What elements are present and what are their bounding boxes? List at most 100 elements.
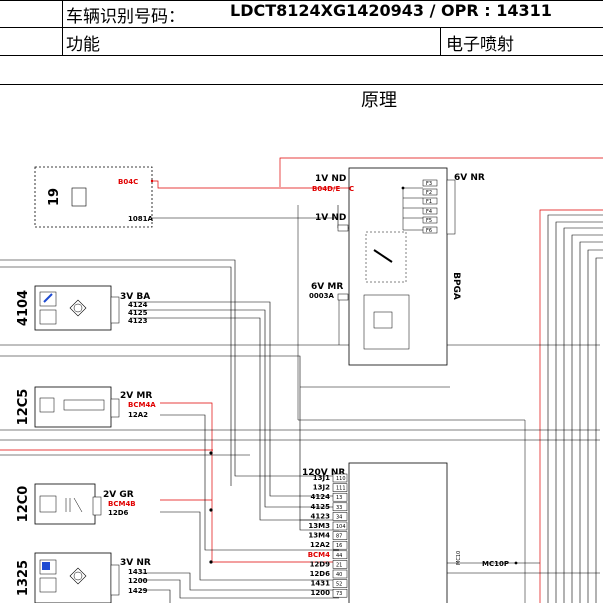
code-12c0: 12C0 [16, 486, 31, 523]
component-1325: 1325 3V NR 1431 1200 1429 [16, 552, 151, 603]
ecu-pin-number: 40 [336, 572, 342, 578]
vin-label: 车辆识别号码： [66, 7, 185, 27]
ecu-pin-box [332, 550, 348, 560]
wire-red-top [279, 157, 603, 187]
wire-12d6 [160, 511, 339, 581]
ecu-wire-label: 4125 [311, 503, 331, 511]
code-1325: 1325 [16, 560, 31, 596]
ecu-pin-number: 104 [336, 524, 346, 530]
wire-4124 [130, 301, 339, 497]
component-bpga: BPGA 1V ND B04D/E C 1V ND 6V NR 6V MR 00… [309, 167, 485, 366]
conn-3v-nr: 3V NR [120, 558, 151, 568]
red-wires [0, 157, 603, 603]
wire-4125 [130, 309, 339, 508]
vin-value: LDCT8124XG1420943 / OPR : 14311 [230, 1, 552, 20]
code-12c5: 12C5 [16, 389, 31, 426]
bpga-conn1: 1V ND [315, 174, 346, 184]
conn-2v-mr: 2V MR [120, 391, 152, 401]
bpga-wire-b04de: B04D/E [312, 185, 340, 193]
ecu-pin-box [332, 588, 348, 598]
ecu-pin-number: 16 [336, 543, 342, 549]
junction-dots [209, 186, 518, 565]
ecu-pin-number: 34 [336, 514, 342, 520]
ecu-pin-box [332, 540, 348, 550]
ecu-wire-label: 1431 [311, 580, 331, 588]
wire-mc10p-label: MC10P [482, 560, 509, 568]
wire-4124-label: 4124 [128, 301, 148, 309]
wire-red-right [539, 209, 603, 603]
wire-13j1 [0, 259, 339, 477]
header-rule-mid [0, 27, 603, 28]
ecu-pin-number: 44 [336, 553, 342, 559]
ecu-pin-box [332, 512, 348, 521]
ecu-pin-box [332, 473, 348, 483]
component-mc10: MC10 MC10P [456, 551, 509, 568]
ecu-pin-rows: 11013J111113J213412433412534412310413M38… [308, 473, 348, 598]
code-4104: 4104 [16, 290, 31, 326]
header-col-divider [62, 0, 63, 55]
ecu-wire-label: 13J2 [313, 484, 330, 492]
wire-1429 [140, 589, 171, 603]
fuse-f1: F1 [426, 199, 432, 205]
bpga-pin-c: C [349, 185, 354, 193]
ecu-pin-box [332, 579, 348, 588]
ecu-pin-number: 110 [336, 476, 346, 482]
ecu-pin-number: 13 [336, 495, 342, 501]
fuse-f2: F2 [426, 190, 432, 196]
component-ecu: 120V NR 11013J111113J2134124334125344123… [302, 462, 448, 603]
bpga-conn2: 1V ND [315, 213, 346, 223]
bpga-conn4: 6V MR [311, 282, 343, 292]
wire-red-b04 [152, 180, 349, 189]
ecu-pin-number: 73 [336, 591, 342, 597]
component-4104: 4104 3V BA 4124 4125 4123 [16, 285, 150, 331]
section-title: 原理 [361, 90, 397, 111]
fuse-f5: F5 [426, 218, 432, 224]
ecu-pin-box [332, 531, 348, 540]
ecu-pin-box [332, 502, 348, 512]
component-19: 19 B04C 1081A [34, 166, 153, 228]
ecu-wire-label: 4123 [311, 512, 331, 520]
ecu-wire-label: 13J1 [313, 474, 330, 482]
ecu-pin-number: 111 [336, 486, 346, 492]
component-12c5: 12C5 2V MR BCM4A 12A2 [16, 386, 156, 428]
fuse-f3: F3 [426, 181, 432, 187]
header-rule-bottom [0, 55, 603, 56]
wire-bcm4a-label: BCM4A [128, 401, 156, 409]
ecu-wire-label: BCM4 [308, 551, 330, 559]
ecu-pin-box [332, 521, 348, 531]
header-rule-section [0, 84, 603, 85]
header-col-divider-2 [440, 27, 441, 55]
bpga-conn3: 6V NR [454, 173, 485, 183]
wire-4123-label: 4123 [128, 317, 148, 325]
wire-12d6-label: 12D6 [108, 509, 129, 517]
ecu-wire-label: 13M3 [308, 522, 330, 530]
ecu-pin-box [332, 560, 348, 569]
wire-12a2 [160, 414, 339, 551]
fuse-f6: F6 [426, 228, 432, 234]
wire-4123 [130, 317, 339, 521]
ecu-conn: 120V NR [302, 468, 345, 478]
ecu-pin-number: 52 [336, 582, 342, 588]
wire-red-bcm4a [160, 402, 339, 563]
ecu-wire-label: 12D9 [310, 560, 331, 568]
conn-2v-gr: 2V GR [103, 490, 134, 500]
conn-3v-ba: 3V BA [120, 292, 150, 302]
code-mc10: MC10 [456, 551, 462, 565]
component-12c0: 12C0 2V GR BCM4B 12D6 [16, 483, 136, 525]
wire-1200-label: 1200 [128, 577, 148, 585]
ecu-wire-label: 12D6 [310, 570, 331, 578]
wire-12a2-label: 12A2 [128, 411, 148, 419]
function-label: 功能 [66, 35, 100, 55]
function-value: 电子喷射 [446, 35, 514, 55]
ecu-pin-box [332, 483, 348, 492]
ecu-pin-number: 87 [336, 534, 342, 540]
wire-bcm4b-label: BCM4B [108, 500, 136, 508]
bpga-wire-0003a: 0003A [309, 292, 334, 300]
bpga-fuses: F3 F2 F1 F4 F5 F6 [402, 179, 456, 235]
ecu-wire-label: 4124 [311, 493, 331, 501]
wire-1431-label: 1431 [128, 568, 148, 576]
ecu-wire-label: 13M4 [308, 532, 330, 540]
header-rule-top [0, 0, 603, 1]
